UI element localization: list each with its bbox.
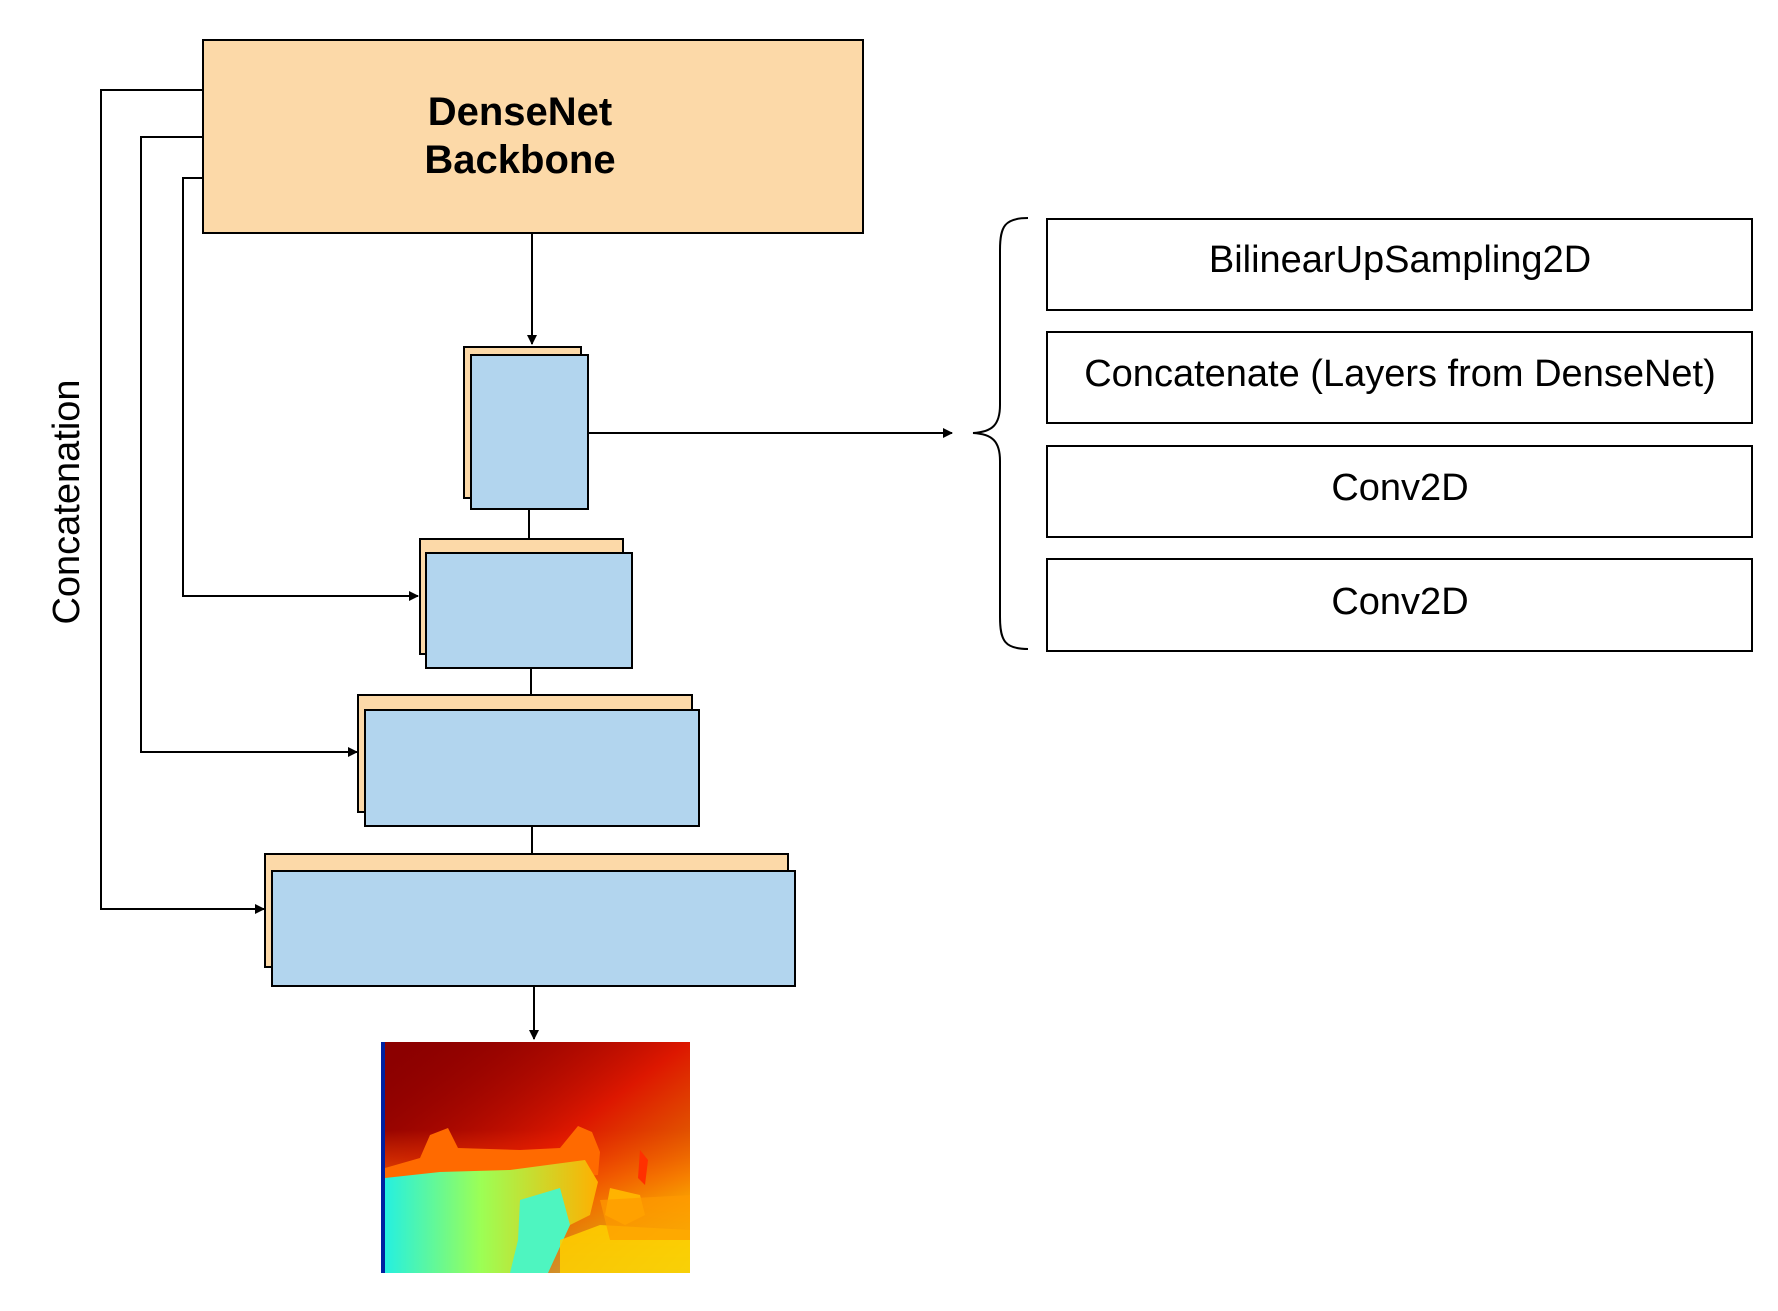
skip-connection-middle [140, 136, 358, 757]
skip-connection-outer [100, 89, 265, 914]
detail-brace [972, 217, 1029, 650]
layer-label-concatenate: Concatenate (Layers from DenseNet) [1084, 353, 1716, 395]
skip-connection-inner [182, 177, 419, 601]
backbone-title-line1: DenseNet [428, 90, 613, 134]
layer-box-conv2d-1: Conv2D [1046, 445, 1753, 538]
decoder-block-1 [463, 346, 589, 510]
layer-label-bilinear-upsampling: BilinearUpSampling2D [1209, 239, 1591, 281]
output-depth-map [381, 1042, 690, 1273]
decoder-block-2 [419, 538, 633, 669]
decoder-block-4 [264, 853, 796, 987]
decoder-block-3 [357, 694, 700, 827]
layer-label-conv2d-2: Conv2D [1331, 581, 1468, 623]
backbone-title-line2: Backbone [424, 138, 615, 182]
layer-box-concatenate: Concatenate (Layers from DenseNet) [1046, 331, 1753, 424]
layer-box-bilinear-upsampling: BilinearUpSampling2D [1046, 218, 1753, 311]
layer-label-conv2d-1: Conv2D [1331, 467, 1468, 509]
concatenation-label: Concatenation [46, 379, 88, 624]
densenet-backbone-block [202, 39, 864, 234]
layer-box-conv2d-2: Conv2D [1046, 558, 1753, 652]
